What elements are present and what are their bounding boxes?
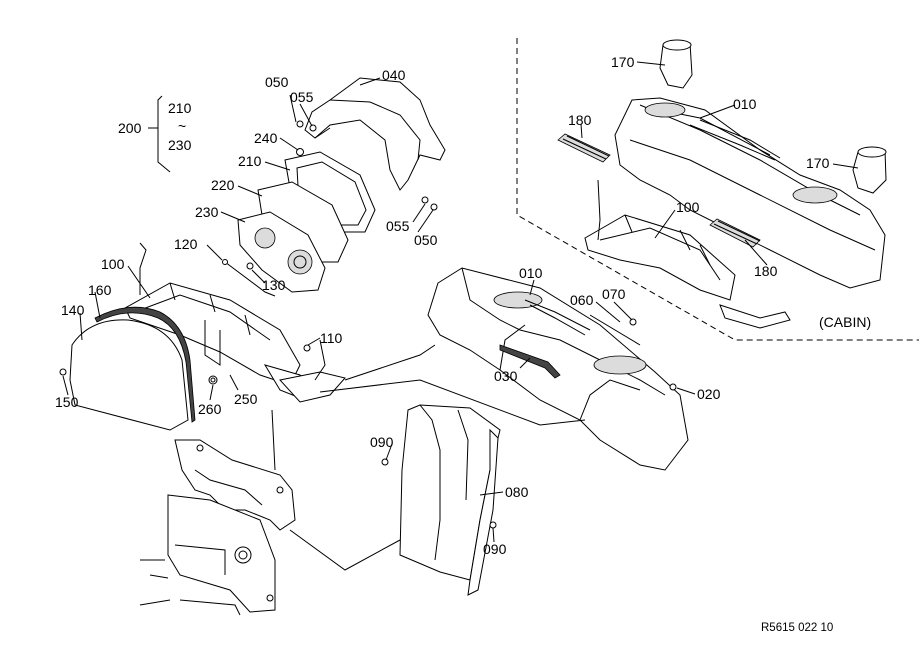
label-group-200: 200 — [118, 120, 142, 136]
cabin-duct-vent-right — [792, 186, 838, 204]
bracket-110 — [279, 371, 346, 403]
frame-assembly — [139, 439, 296, 616]
column-cover-assembly — [381, 404, 501, 596]
cabin-duct-tail — [719, 304, 791, 329]
label-010-cabin: 010 — [733, 96, 757, 112]
cover-040 — [304, 77, 446, 191]
label-240: 240 — [254, 130, 278, 146]
label-130: 130 — [262, 277, 286, 293]
seal-030 — [499, 344, 561, 379]
screw-090-upper — [381, 458, 389, 466]
label-120: 120 — [174, 236, 198, 252]
frame-boss — [234, 546, 252, 564]
panel-140 — [69, 319, 189, 431]
label-050-side: 050 — [414, 232, 438, 248]
cabin-duct-010 — [614, 97, 886, 289]
label-150: 150 — [55, 394, 79, 410]
label-140: 140 — [61, 302, 85, 318]
bulb-130 — [246, 262, 254, 270]
meter-cover-assembly — [222, 77, 446, 297]
label-055-top: 055 — [290, 89, 314, 105]
drawing-code: R5615 022 10 — [761, 622, 833, 634]
label-180-right: 180 — [754, 263, 778, 279]
label-230: 230 — [195, 204, 219, 220]
leader-lines — [62, 61, 859, 571]
cabin-duct-assembly — [557, 39, 887, 329]
screw-020 — [669, 383, 677, 391]
label-100-left: 100 — [101, 256, 125, 272]
duct-vent-lower — [593, 355, 647, 375]
label-070: 070 — [602, 286, 626, 302]
main-duct-assembly — [427, 267, 689, 471]
louver-180-left — [557, 133, 611, 163]
label-010-main: 010 — [519, 265, 543, 281]
washer-055-top — [309, 124, 317, 132]
screw-150 — [59, 368, 67, 376]
label-group-230: 230 — [168, 137, 192, 153]
label-100-cabin: 100 — [676, 199, 700, 215]
label-020: 020 — [697, 386, 721, 402]
part-labels: 050 055 040 240 210 220 230 120 130 100 … — [55, 54, 871, 634]
clip-070 — [629, 318, 637, 326]
label-250: 250 — [234, 391, 258, 407]
harness-120 — [224, 261, 276, 297]
label-180-left: 180 — [568, 112, 592, 128]
label-040: 040 — [382, 67, 406, 83]
label-030: 030 — [494, 368, 518, 384]
frame-upper-bracket — [174, 439, 296, 531]
label-160: 160 — [88, 282, 112, 298]
label-055-side: 055 — [386, 218, 410, 234]
rod-060 — [589, 314, 641, 346]
label-050-top: 050 — [265, 74, 289, 90]
label-060: 060 — [570, 292, 594, 308]
cabin-duct-vent-left — [644, 102, 686, 118]
label-090-lower: 090 — [483, 541, 507, 557]
label-080: 080 — [505, 484, 529, 500]
label-170-right: 170 — [806, 155, 830, 171]
left-panel-assembly — [59, 242, 346, 431]
duct-vent-upper — [493, 291, 543, 309]
label-090-upper: 090 — [370, 434, 394, 450]
seal-160 — [94, 306, 196, 423]
label-260: 260 — [198, 401, 222, 417]
label-220: 220 — [211, 177, 235, 193]
cabin-label: (CABIN) — [819, 314, 871, 330]
cabin-boundary — [516, 38, 919, 341]
grommet-260 — [208, 375, 218, 385]
label-110: 110 — [320, 330, 343, 346]
duct-010 — [427, 267, 689, 471]
bracket-100-cabin — [584, 214, 736, 301]
screw-090-lower — [489, 521, 497, 529]
label-170-left: 170 — [611, 54, 635, 70]
label-group-tilde: ~ — [178, 118, 186, 134]
screw-050-top — [296, 120, 304, 128]
frame-column — [167, 494, 276, 613]
label-210: 210 — [238, 153, 262, 169]
washer-055-side — [421, 196, 429, 204]
screw-050-side — [430, 203, 438, 211]
screw-240 — [296, 148, 304, 156]
label-group-210: 210 — [168, 100, 192, 116]
